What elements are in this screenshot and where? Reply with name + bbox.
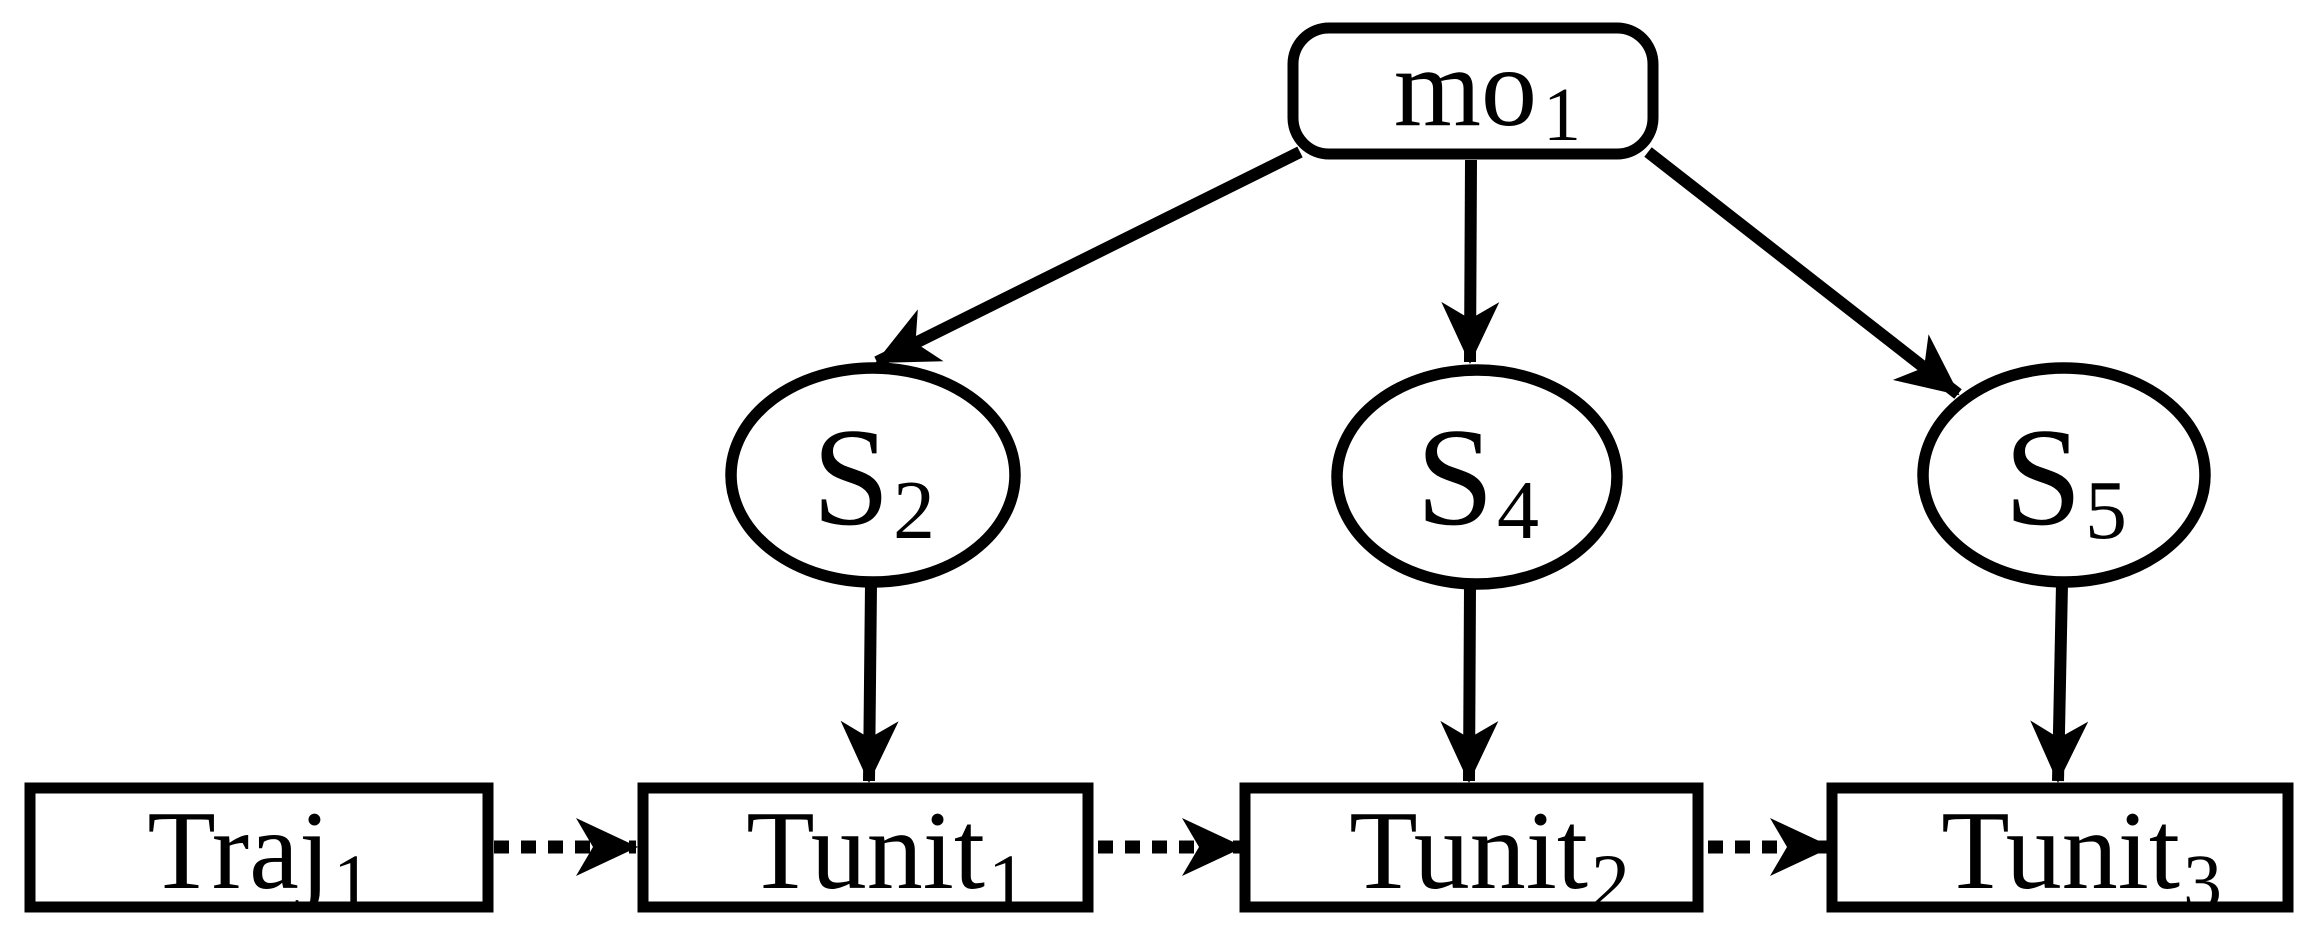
mo1-label: mo: [1394, 26, 1537, 150]
traj1-label: Traj: [147, 789, 330, 913]
tunit2-rect: [1239, 782, 1704, 913]
mo1-subscript: 1: [1543, 73, 1581, 157]
tunit1-label: Tunit: [746, 789, 985, 913]
s5-label: S: [2004, 400, 2082, 555]
node-tunit2: Tunit 2: [1239, 782, 1704, 925]
tunit1-subscript: 1: [988, 838, 1027, 925]
node-s5: S 5: [1917, 362, 2211, 588]
node-tunit1: Tunit 1: [637, 782, 1094, 925]
tunit2-label: Tunit: [1349, 789, 1588, 913]
s5-subscript: 5: [2085, 464, 2127, 557]
edge-mo1-s2-arrow: [874, 146, 1303, 368]
tunit2-subscript: 2: [1591, 838, 1630, 925]
edge-mo1-s5-arrow: [1644, 147, 1962, 399]
traj1-rect: [24, 782, 494, 913]
tunit3-label: Tunit: [1941, 789, 2180, 913]
s2-subscript: 2: [893, 464, 935, 557]
s5-ellipse: [1917, 362, 2211, 588]
node-tunit3: Tunit 3: [1826, 782, 2294, 925]
edge-s5-tunit3-arrow: [2030, 583, 2089, 783]
s4-label: S: [1416, 400, 1494, 555]
edge-mo1-s4-arrow: [1441, 159, 1500, 364]
edge-s2-tunit1-arrow: [840, 583, 899, 783]
tunit3-rect: [1826, 782, 2294, 913]
mo1-rounded-rect: [1287, 22, 1659, 160]
traj1-subscript: 1: [333, 838, 372, 925]
edge-s4-tunit2-arrow: [1440, 585, 1499, 783]
node-s4: S 4: [1331, 364, 1623, 590]
s2-ellipse: [725, 362, 1021, 588]
node-mo1: mo 1: [1287, 22, 1659, 160]
node-s2: S 2: [725, 362, 1021, 588]
s4-subscript: 4: [1497, 464, 1539, 557]
s4-ellipse: [1331, 364, 1623, 590]
tunit1-rect: [637, 782, 1094, 913]
node-traj1: Traj 1: [24, 782, 494, 925]
s2-label: S: [812, 400, 890, 555]
tunit3-subscript: 3: [2183, 838, 2222, 925]
